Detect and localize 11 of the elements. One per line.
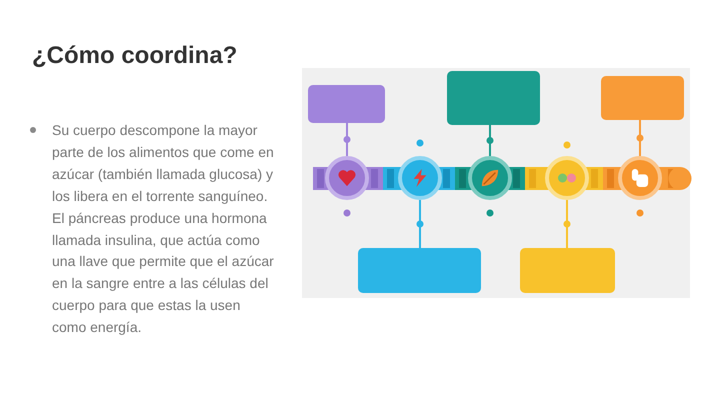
connector-line [566,200,568,248]
callout-box [520,248,615,293]
connector-line [489,125,491,156]
callout-box [308,85,385,123]
connector-line [639,120,641,156]
callout-box [358,248,481,293]
callout-box [447,71,540,125]
body-paragraph: Su cuerpo descompone la mayor parte de los alimentos que come en azúcar (también llamada glucosa) y los libera en el torrente sanguíneo. El páncreas produce una hormona llamada insulina, que actúa como una llave que permite que el azúcar en la sangre entre a las células del cuerpo para que estas la usen como energía. [52,121,275,338]
slide-title: ¿Cómo coordina? [32,42,238,70]
callout-box [601,76,684,120]
connector-line [419,200,421,248]
